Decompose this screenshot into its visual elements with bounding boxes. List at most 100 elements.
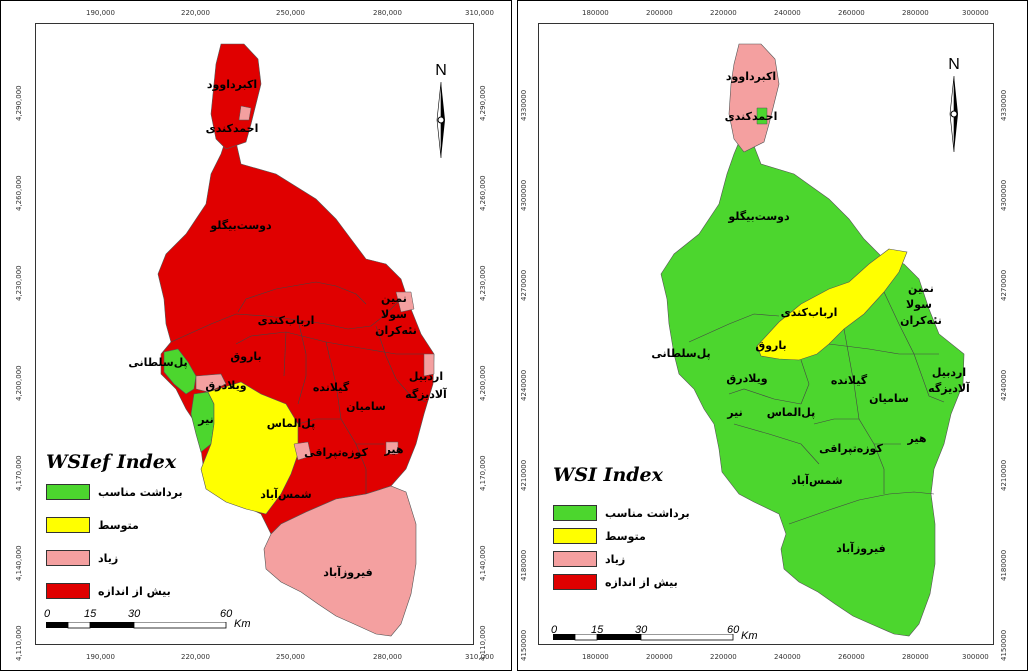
scale-label: 60 <box>220 608 233 620</box>
tick-label: 280,000 <box>373 653 402 661</box>
tick-label: 220,000 <box>181 653 210 661</box>
village-label-arbab-kandi: ارباب‌کندی <box>258 314 315 327</box>
tick-label: 4,290,000 <box>479 85 487 121</box>
village-label-kuzeh-toprakhi: کوزه‌تپراقی <box>819 442 883 455</box>
map-panel-wsi: 180000 200000 220000 240000 260000 28000… <box>517 0 1028 671</box>
village-label-samian: سامیان <box>346 400 386 413</box>
zone-kuzeh-spot <box>293 441 312 461</box>
region-map: اکبرداوود احمدکندی دوست‌بیگلو ارباب‌کندی… <box>128 43 447 637</box>
tick-label: 4180000 <box>520 549 528 581</box>
zone-pol-almas <box>200 381 299 515</box>
village-label-ardabil: اردبیل <box>409 370 443 383</box>
tick-label: 200000 <box>646 9 673 17</box>
legend-item-excessive: بیش از اندازه <box>46 583 171 599</box>
tick-label: 250,000 <box>276 653 305 661</box>
tick-label: 4,200,000 <box>479 365 487 401</box>
village-label-namin: نمین <box>381 292 407 305</box>
village-label-hir: هیر <box>907 432 927 445</box>
tick-label: 190,000 <box>86 653 115 661</box>
tick-label: 4,260,000 <box>479 175 487 211</box>
village-label-hir: هیر <box>384 443 404 456</box>
tick-label: 280000 <box>902 9 929 17</box>
tick-label: 280000 <box>902 653 929 661</box>
legend-item-medium: متوسط <box>553 528 646 544</box>
tick-label: 4,290,000 <box>15 85 23 121</box>
village-label-nir: نیر <box>197 413 213 426</box>
zone-hir-spot <box>385 441 399 455</box>
legend-item-high: زیاد <box>553 551 625 567</box>
legend-label: بیش از اندازه <box>98 584 171 598</box>
village-label-vilader: ویلادرق <box>205 379 246 392</box>
north-label: N <box>948 56 960 73</box>
village-label-nehkoran: نئه‌کران <box>900 314 942 327</box>
sub-basin-lines <box>170 281 427 494</box>
village-labels: اکبرداوود احمدکندی دوست‌بیگلو ارباب‌کندی… <box>128 78 447 579</box>
village-label-akbar-davood: اکبرداوود <box>207 78 257 91</box>
sub-basin-lines <box>688 291 945 525</box>
tick-label: 4,200,000 <box>15 365 23 401</box>
map-frame: اکبرداوود احمدکندی دوست‌بیگلو ارباب‌کندی… <box>538 23 994 645</box>
village-label-sola: سولا <box>381 308 407 321</box>
village-label-shams-abad: شمس‌آباد <box>791 473 842 487</box>
tick-label: 4150000 <box>520 629 528 661</box>
scale-bar-graphic <box>553 634 734 641</box>
tick-label: 4210000 <box>1000 459 1008 491</box>
tick-label: 180000 <box>582 9 609 17</box>
scale-label: 30 <box>128 608 141 620</box>
scale-label: 60 <box>727 624 740 636</box>
village-label-aladizgeh: آلادیزگه <box>928 381 970 395</box>
map-panel-wsief: 190,000 220,000 250,000 280,000 310,000 … <box>0 0 512 671</box>
village-label-ardabil: اردبیل <box>932 366 966 379</box>
legend-title: WSIef Index <box>46 451 177 473</box>
village-label-gilandeh: گیلانده <box>831 374 868 387</box>
village-label-pol-almas: پل‌الماس <box>267 417 316 430</box>
legend-item-medium: متوسط <box>46 517 139 533</box>
village-label-gilandeh: گیلانده <box>313 381 350 394</box>
tick-label: 4,170,000 <box>15 455 23 491</box>
tick-label: 310,000 <box>465 653 494 661</box>
tick-label: 4210000 <box>520 459 528 491</box>
tick-label: 4300000 <box>520 179 528 211</box>
zone-arbab-barugh <box>756 248 908 361</box>
scale-unit: Km <box>741 630 758 642</box>
scale-unit: Km <box>234 618 251 630</box>
legend-item-suitable: برداشت مناسب <box>46 484 183 500</box>
village-label-firuz-abad: فیروزآباد <box>323 565 372 579</box>
tick-label: 4180000 <box>1000 549 1008 581</box>
tick-label: 220000 <box>710 9 737 17</box>
tick-label: 260000 <box>838 9 865 17</box>
legend-label: زیاد <box>98 551 119 565</box>
tick-label: 4,230,000 <box>15 265 23 301</box>
tick-label: 4,110,000 <box>479 625 487 661</box>
legend-swatch <box>46 583 90 599</box>
legend-label: متوسط <box>605 529 646 543</box>
village-label-pol-soltani: پل‌سلطانی <box>651 347 710 360</box>
tick-label: 4270000 <box>520 269 528 301</box>
legend-label: برداشت مناسب <box>98 485 183 499</box>
map-frame: اکبرداوود احمدکندی دوست‌بیگلو ارباب‌کندی… <box>35 23 474 645</box>
zone-north-top <box>210 43 262 150</box>
village-label-sola: سولا <box>906 298 932 311</box>
north-arrow-icon <box>436 81 445 159</box>
region-map: اکبرداوود احمدکندی دوست‌بیگلو ارباب‌کندی… <box>651 43 970 637</box>
scale-label: 0 <box>44 608 51 620</box>
scale-label: 30 <box>635 624 648 636</box>
village-label-ahmad-kandi: احمدکندی <box>725 110 778 123</box>
legend-swatch <box>46 484 90 500</box>
legend-swatch <box>553 574 597 590</box>
legend-swatch <box>46 550 90 566</box>
village-label-aladizgeh: آلادیزگه <box>405 387 447 401</box>
zone-north-spot <box>238 105 252 121</box>
tick-label: 260000 <box>838 653 865 661</box>
tick-label: 4,110,000 <box>15 625 23 661</box>
legend-swatch <box>553 528 597 544</box>
village-label-samian: سامیان <box>869 392 909 405</box>
zone-north-top <box>728 43 780 153</box>
zone-north-spot <box>756 107 768 125</box>
zone-east-spot <box>423 353 435 377</box>
north-arrow: N <box>429 62 453 164</box>
legend-item-suitable: برداشت مناسب <box>553 505 690 521</box>
north-arrow-icon <box>949 75 958 153</box>
scale-bar-graphic <box>46 622 227 629</box>
tick-label: 4330000 <box>1000 89 1008 121</box>
